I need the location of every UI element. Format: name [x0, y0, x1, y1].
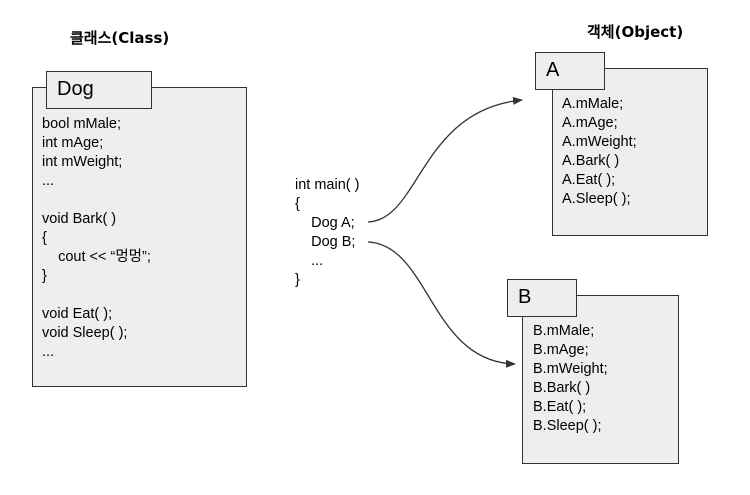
- class-member-list: bool mMale; int mAge; int mWeight;... void …: [42, 115, 151, 362]
- class-member-line: void Sleep( );: [42, 325, 128, 341]
- object-a-member-line: A.mAge;: [562, 115, 618, 131]
- object-a-member-list: A.mMale; A.mAge; A.mWeight; A.Bark( ) A.Eat(…: [562, 95, 637, 209]
- class-member-line: cout << “멍멍”;: [42, 249, 151, 265]
- main-code-line: int main( ): [295, 177, 360, 193]
- object-b-member-line: B.mMale;: [533, 323, 595, 339]
- object-a-box: [552, 68, 708, 236]
- class-member-line: void Eat( );: [42, 306, 113, 322]
- object-b-member-line: B.mWeight;: [533, 361, 608, 377]
- object-heading: 객체(Object): [587, 23, 684, 41]
- class-member-line: }: [42, 268, 47, 284]
- object-b-name-tab: B: [507, 279, 577, 317]
- main-code-line: {: [295, 196, 300, 212]
- object-b-member-line: B.Sleep( );: [533, 418, 602, 434]
- main-code-line: Dog B;: [295, 234, 356, 250]
- object-a-member-line: A.Sleep( );: [562, 191, 631, 207]
- main-code-line: Dog A;: [295, 215, 355, 231]
- class-member-line: int mAge;: [42, 135, 104, 151]
- class-box: [32, 87, 247, 387]
- object-b-member-line: B.Eat( );: [533, 399, 587, 415]
- object-a-member-line: A.Eat( );: [562, 172, 616, 188]
- object-b-member-line: B.Bark( ): [533, 380, 591, 396]
- object-a-member-line: A.mMale;: [562, 96, 624, 112]
- object-a-name-tab: A: [535, 52, 605, 90]
- object-a-member-line: A.mWeight;: [562, 134, 637, 150]
- main-function-code: int main( ) { Dog A; Dog B; ...}: [295, 176, 359, 290]
- class-member-line: int mWeight;: [42, 154, 123, 170]
- arrow-dog-b-to-object-b: [367, 241, 516, 368]
- class-member-line: void Bark( ): [42, 211, 117, 227]
- object-b-member-list: B.mMale; B.mAge; B.mWeight; B.Bark( ) B.Eat(…: [533, 322, 608, 436]
- class-member-line: bool mMale;: [42, 116, 121, 132]
- arrow-dog-a-to-object-a: [367, 96, 523, 223]
- class-member-line: {: [42, 230, 47, 246]
- class-member-line: ...: [42, 173, 55, 189]
- object-a-member-line: A.Bark( ): [562, 153, 620, 169]
- main-code-line: ...: [295, 253, 324, 269]
- class-heading: 클래스(Class): [70, 29, 170, 47]
- object-b-box: [522, 295, 679, 464]
- class-member-line: ...: [42, 344, 55, 360]
- object-b-member-line: B.mAge;: [533, 342, 589, 358]
- class-name-tab: Dog: [46, 71, 152, 109]
- main-code-line: }: [295, 272, 300, 288]
